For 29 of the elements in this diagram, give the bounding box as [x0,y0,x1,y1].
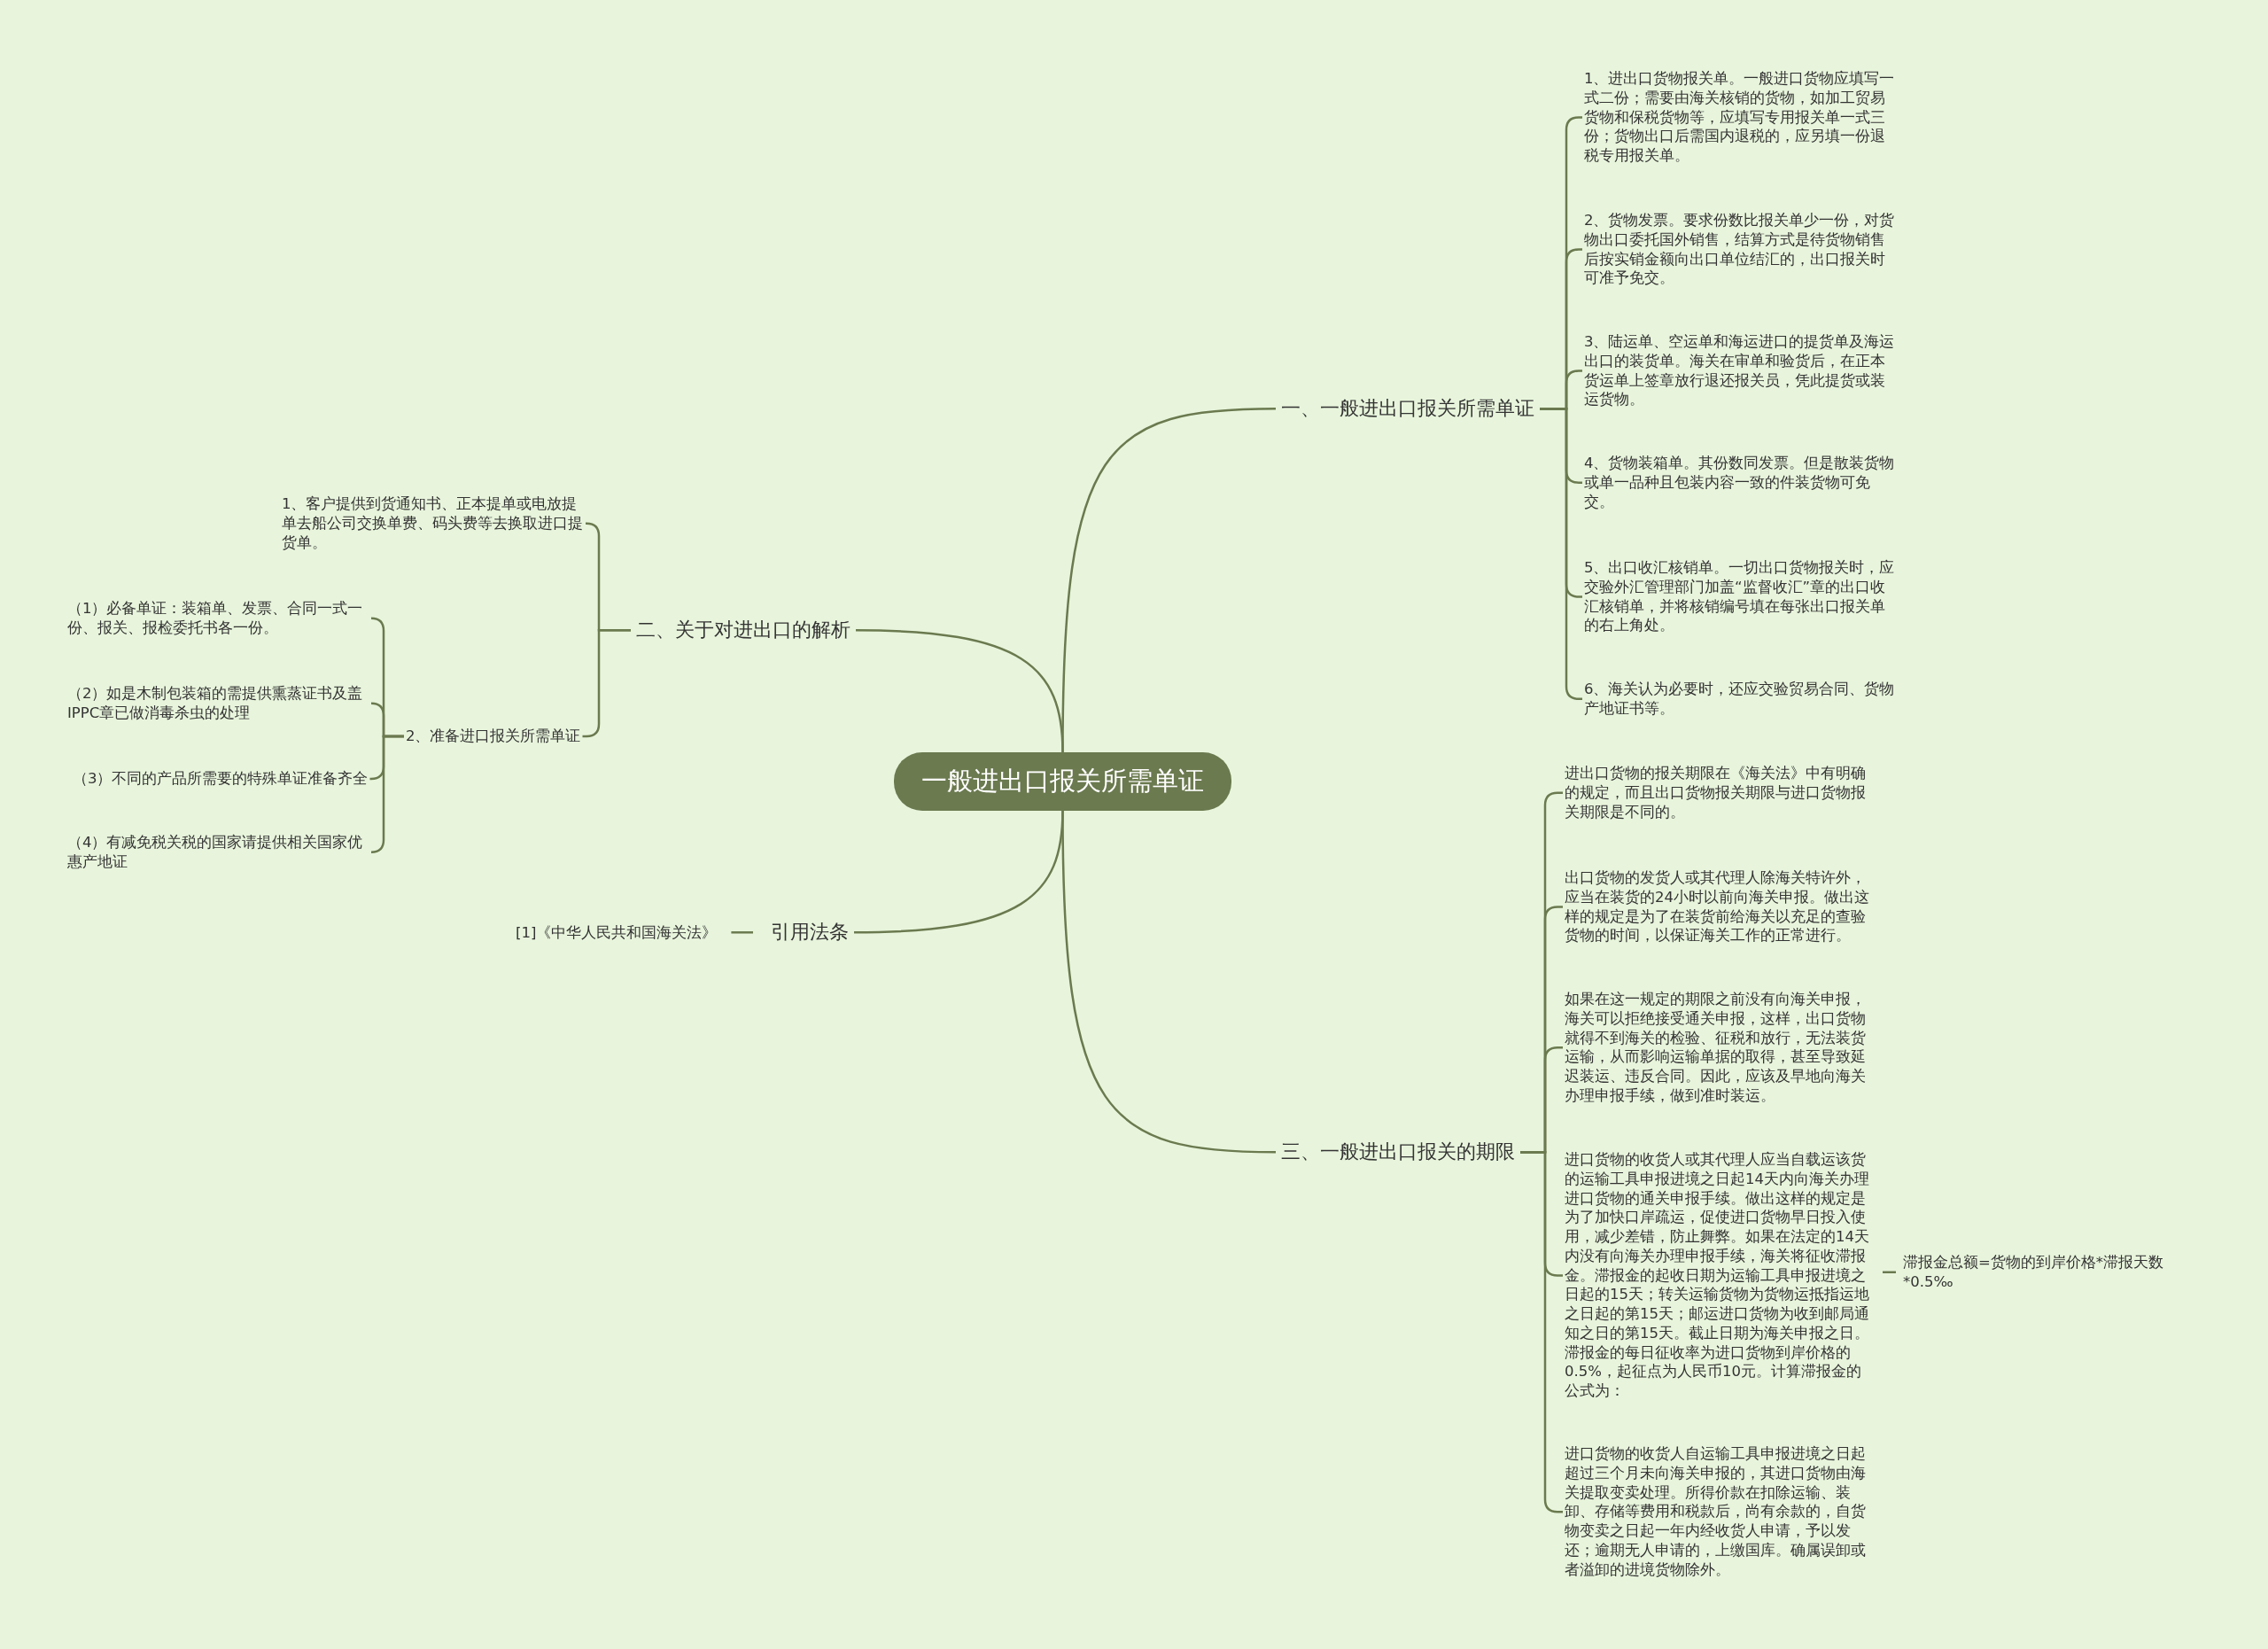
topic-text: 1、客户提供到货通知书、正本提单或电放提单去船公司交换单费、码头费等去换取进口提货单。 [280,493,586,555]
connector-line [369,735,404,853]
connector-line [855,629,1064,753]
topic-text: （1）必备单证：装箱单、发票、合同一式一份、报关、报检委托书各一份。 [66,597,371,640]
topic-text: 5、出口收汇核销单。一切出口货物报关时，应交验外汇管理部门加盖“监督收汇”章的出口收汇核销单，并将核销编号填在每张出口报关单的右上角处。 [1582,556,1897,638]
topic-text: 滞报金总额=货物的到岸价格*滞报天数*0.5‰ [1901,1251,2194,1294]
topic-text: 如果在这一规定的期限之前没有向海关申报，海关可以拒绝接受通关申报，这样，出口货物就得不到海关的检验、征税和放行，无法装货运输，从而影响运输单据的取得，甚至导致延迟装运、违反合同。因此，应该及早地向海关办理申报手续，做到准时装运。 [1563,988,1877,1108]
topic-text: 1、进出口货物报关单。一般进口货物应填写一式二份；需要由海关核销的货物，如加工贸易货物和保税货物等，应填写专用报关单一式三份；货物出口后需国内退税的，应另填一份退税专用报关单。 [1582,67,1897,167]
topic-text: （4）有减免税关税的国家请提供相关国家优惠产地证 [66,831,371,874]
branch-topic: 引用法条 [765,916,854,949]
topic-text: 2、货物发票。要求份数比报关单少一份，对货物出口委托国外销售，结算方式是待货物销售后按实销金额向出口单位结汇的，出口报关时可准予免交。 [1582,209,1897,291]
topic-text: 6、海关认为必要时，还应交验贸易合同、货物产地证书等。 [1582,678,1897,720]
topic-text: 3、陆运单、空运单和海运进口的提货单及海运出口的装货单。海关在审单和验货后，在正本货运单上签章放行退还报关员，凭此提货或装运货物。 [1582,331,1897,412]
central-topic: 一般进出口报关所需单证 [894,752,1231,811]
connector-line [731,931,753,934]
branch-topic: 三、一般进出口报关的期限 [1276,1136,1520,1169]
topic-text: 进出口货物的报关期限在《海关法》中有明确的规定，而且出口货物报关期限与进口货物报关期限是不同的。 [1563,762,1877,824]
topic-text: [1]《中华人民共和国海关法》 [514,922,719,945]
topic-text: 进口货物的收货人或其代理人应当自载运该货的运输工具申报进境之日起14天内向海关办理进口货物的通关申报手续。做出这样的规定是为了加快口岸疏运，促使进口货物早日投入使用，减少差错，防止舞弊。如果在法定的14天内没有向海关办理申报手续，海关将征收滞报金。滞报金的起收日期为运输工具申报进境之日起的15天；转关运输货物为货物运抵指运地之日起的第15天；邮运进口货物为收到邮局通知之日的第15天。截止日期为海关申报之日。滞报金的每日征收率为进口货物到岸价格的0.5%，起征点为人民币10元。计算滞报金的公式为： [1563,1148,1877,1403]
branch-topic: 一、一般进出口报关所需单证 [1276,393,1540,425]
topic-text: 出口货物的发货人或其代理人除海关特许外，应当在装货的24小时以前向海关申报。做出这样的规定是为了在装货前给海关以充足的查验货物的时间，以保证海关工作的正常进行。 [1563,867,1877,948]
topic-text: （3）不同的产品所需要的特殊单证准备齐全 [71,767,370,790]
topic-text: 进口货物的收货人自运输工具申报进境之日起超过三个月未向海关申报的，其进口货物由海关提取变卖处理。所得价款在扣除运输、装卸、存储等费用和税款后，尚有余款的，自货物变卖之日起一年内经收货人申请，予以发还；逾期无人申请的，上缴国库。确属误卸或者溢卸的进境货物除外。 [1563,1443,1877,1582]
topic-text: 2、准备进口报关所需单证 [404,725,583,748]
connector-line [853,810,1064,934]
branch-topic: 二、关于对进出口的解析 [631,614,856,647]
topic-text: 4、货物装箱单。其份数同发票。但是散装货物或单一品种且包装内容一致的件装货物可免交。 [1582,452,1897,514]
connector-line [1883,1271,1896,1273]
topic-text: （2）如是木制包装箱的需提供熏蒸证书及盖IPPC章已做消毒杀虫的处理 [66,682,371,725]
